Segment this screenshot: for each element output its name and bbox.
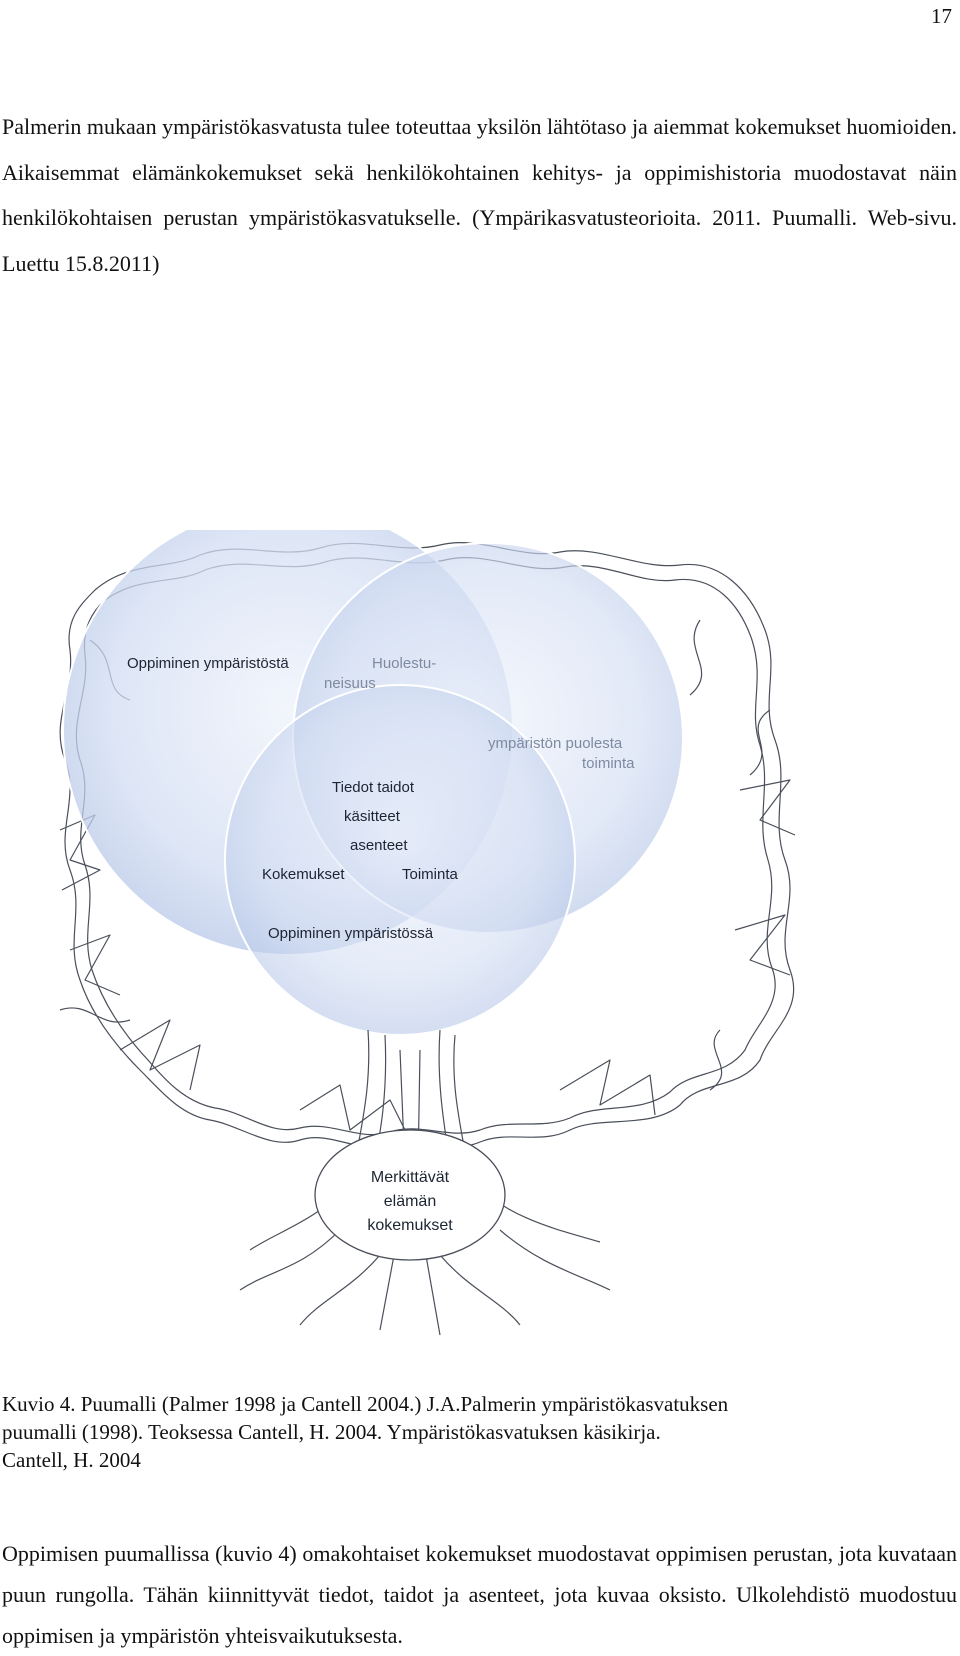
label-concepts: käsitteet xyxy=(344,808,401,825)
tree-trunk xyxy=(239,1029,611,1336)
label-learning-in-environment: Oppiminen ympäristössä xyxy=(268,925,434,942)
figure-caption: Kuvio 4. Puumalli (Palmer 1998 ja Cantel… xyxy=(2,1390,957,1474)
circle-learning-in-environment xyxy=(224,684,576,1036)
label-root-line3: kokemukset xyxy=(367,1217,453,1234)
label-acting-line1: ympäristön puolesta xyxy=(488,735,623,752)
label-attitudes: asenteet xyxy=(350,837,408,854)
label-learning-from-environment: Oppiminen ympäristöstä xyxy=(127,655,289,672)
caption-line-3: Cantell, H. 2004 xyxy=(2,1448,141,1472)
label-concern-line2: neisuus xyxy=(324,675,376,692)
label-action: Toiminta xyxy=(402,866,459,883)
venn-circles xyxy=(62,530,684,1036)
tree-model-figure: Oppiminen ympäristöstä Huolestu- neisuus… xyxy=(0,530,960,1350)
intro-paragraph: Palmerin mukaan ympäristökasvatusta tule… xyxy=(2,114,957,276)
label-concern-line1: Huolestu- xyxy=(372,655,436,672)
page-number: 17 xyxy=(931,4,952,28)
label-root-line2: elämän xyxy=(384,1193,436,1210)
label-experiences: Kokemukset xyxy=(262,866,345,883)
label-knowledge-skills: Tiedot taidot xyxy=(332,779,415,796)
caption-line-2: puumalli (1998). Teoksessa Cantell, H. 2… xyxy=(2,1420,661,1444)
caption-line-1: Kuvio 4. Puumalli (Palmer 1998 ja Cantel… xyxy=(2,1392,729,1416)
label-acting-line2: toiminta xyxy=(582,755,635,772)
label-root-line1: Merkittävät xyxy=(371,1169,450,1186)
root-ellipse xyxy=(314,1129,506,1261)
body-paragraph: Oppimisen puumallissa (kuvio 4) omakohta… xyxy=(2,1541,957,1648)
